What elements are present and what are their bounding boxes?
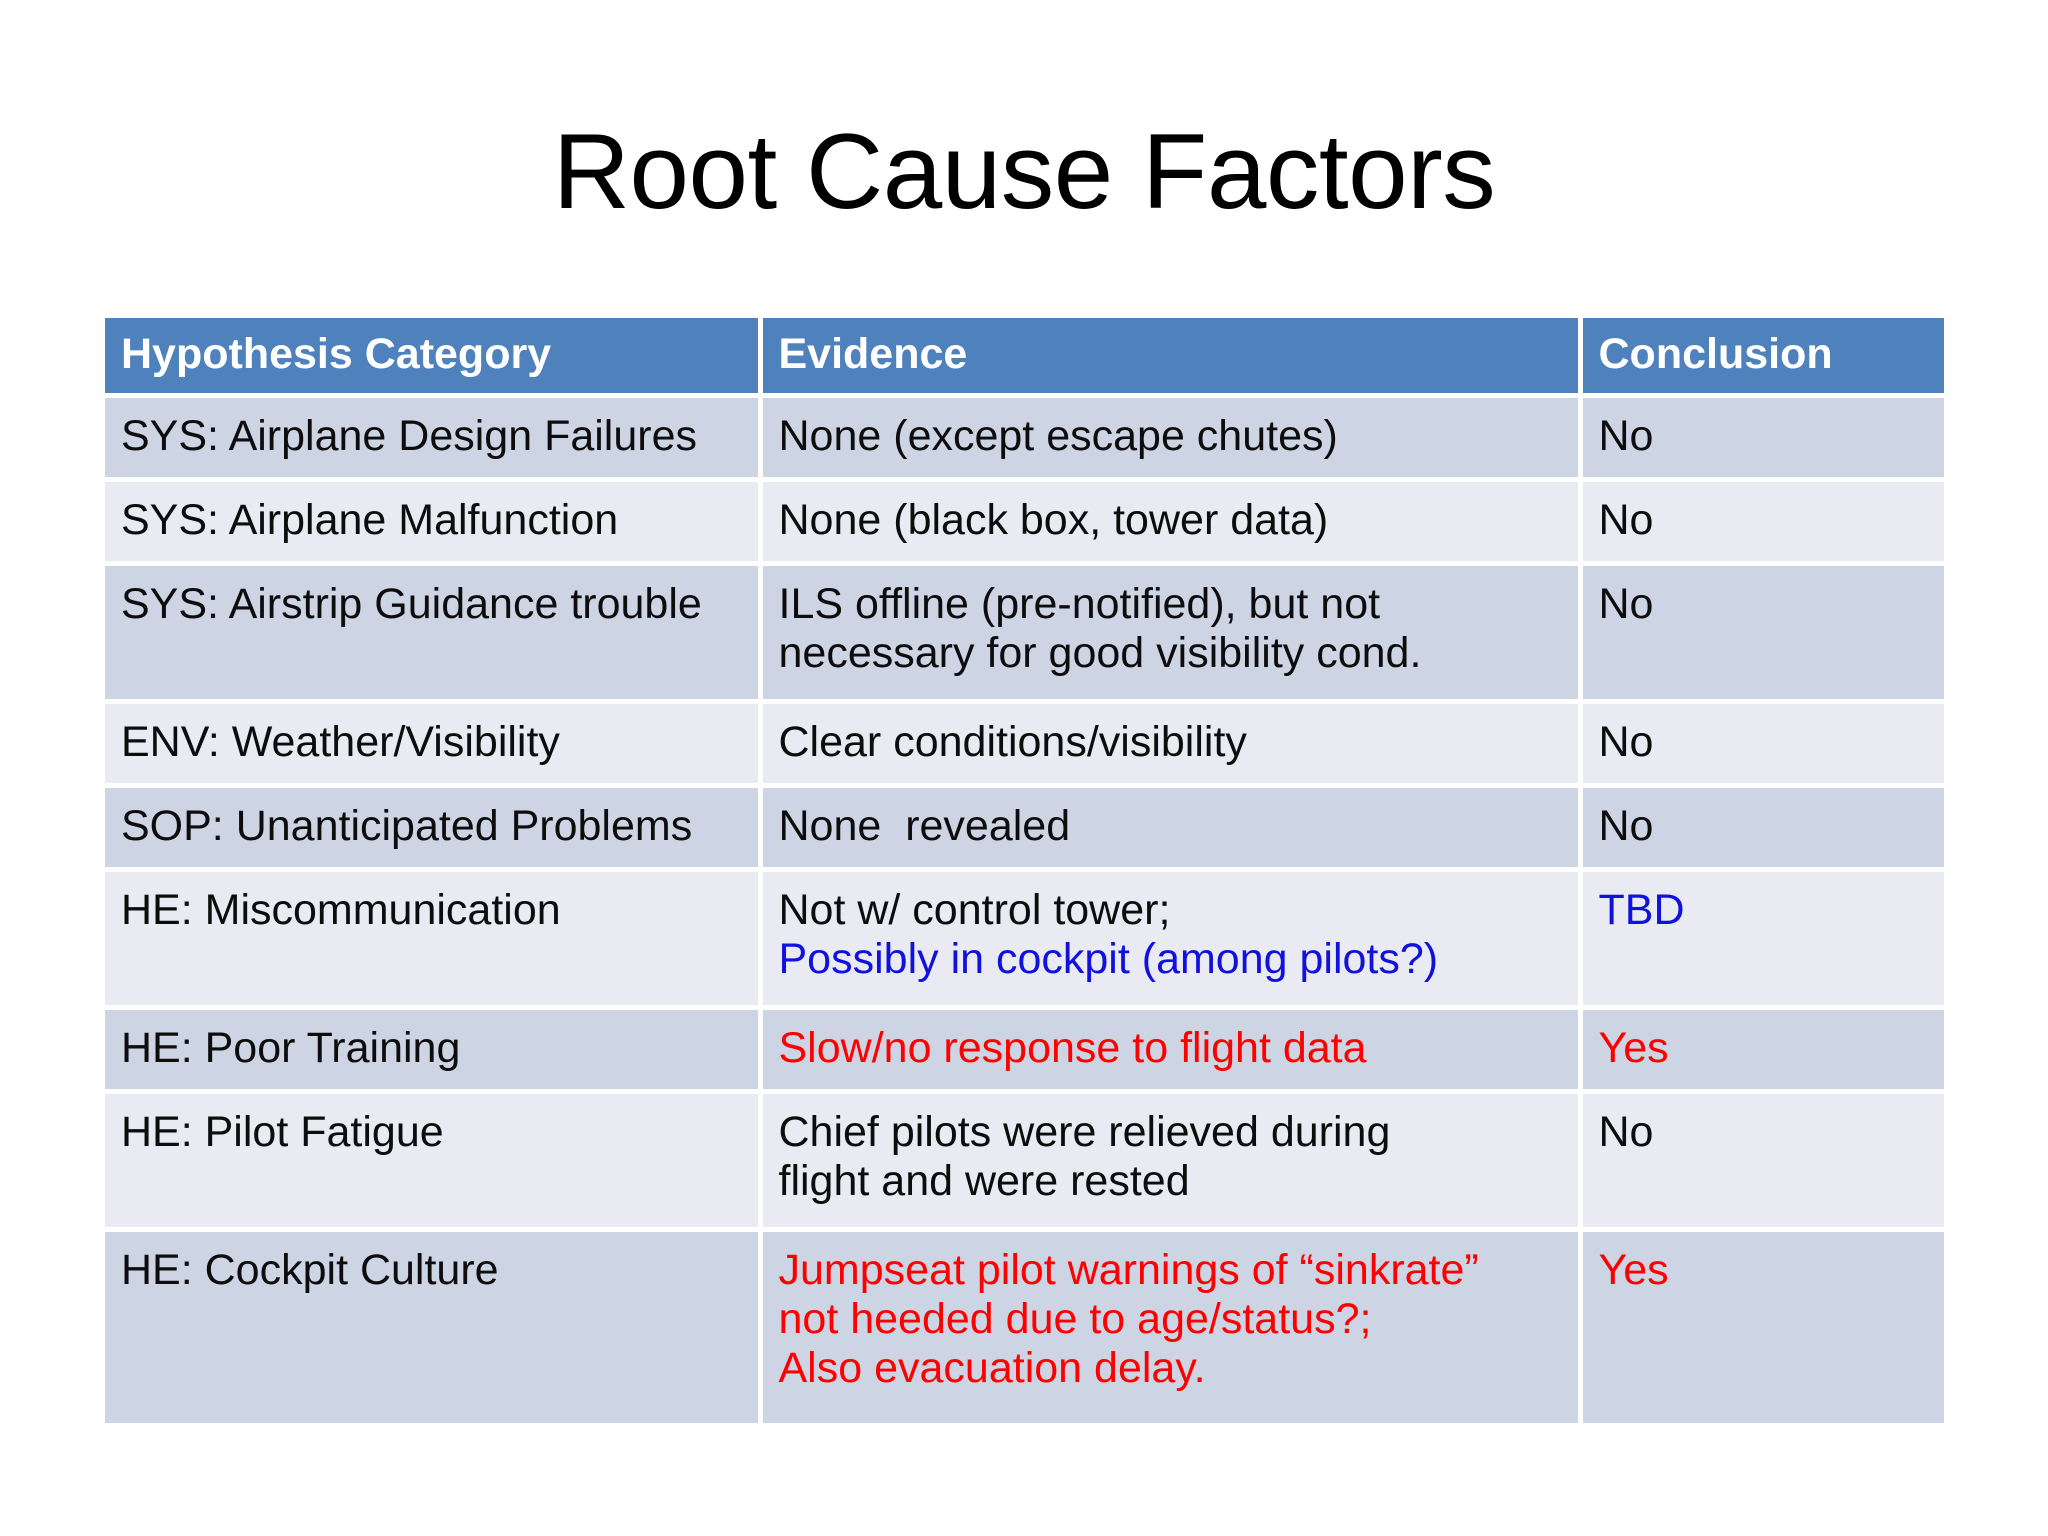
- cell-evidence: Slow/no response to flight data: [760, 1007, 1583, 1095]
- evidence-line: not heeded due to age/status?;: [778, 1295, 1372, 1344]
- root-cause-table: Hypothesis Category Evidence Conclusion …: [105, 318, 1944, 1429]
- cell-evidence: None (black box, tower data): [760, 479, 1583, 567]
- category-text: ENV: Weather/Visibility: [121, 718, 560, 767]
- conclusion-text: No: [1598, 802, 1654, 851]
- evidence-line: flight and were rested: [778, 1157, 1190, 1206]
- cell-evidence: Not w/ control tower;Possibly in cockpit…: [760, 869, 1583, 1011]
- cell-hypothesis-category: SYS: Airplane Malfunction: [105, 479, 763, 567]
- table-row: SYS: Airplane Malfunction None (black box…: [105, 479, 1944, 567]
- category-text: SYS: Airstrip Guidance trouble: [121, 580, 702, 629]
- evidence-line: None revealed: [778, 802, 1071, 851]
- column-header-evidence: Evidence: [760, 318, 1583, 399]
- conclusion-text: Yes: [1598, 1246, 1669, 1295]
- table-row: ENV: Weather/Visibility Clear conditions/…: [105, 701, 1944, 789]
- column-header-conclusion: Conclusion: [1580, 318, 1944, 399]
- cell-hypothesis-category: ENV: Weather/Visibility: [105, 701, 763, 789]
- evidence-line: Also evacuation delay.: [778, 1344, 1206, 1393]
- evidence-line: necessary for good visibility cond.: [778, 629, 1422, 678]
- table-row: SYS: Airstrip Guidance trouble ILS offlin…: [105, 563, 1944, 705]
- cell-evidence: None (except escape chutes): [760, 395, 1583, 483]
- cell-conclusion: No: [1580, 785, 1944, 873]
- cell-hypothesis-category: SYS: Airplane Design Failures: [105, 395, 763, 483]
- table-header: Hypothesis Category Evidence Conclusion: [105, 318, 1944, 399]
- cell-hypothesis-category: HE: Pilot Fatigue: [105, 1091, 763, 1233]
- cell-conclusion: No: [1580, 479, 1944, 567]
- cell-evidence: Clear conditions/visibility: [760, 701, 1583, 789]
- category-text: SYS: Airplane Design Failures: [121, 412, 698, 461]
- cell-conclusion: No: [1580, 701, 1944, 789]
- table-row: HE: Cockpit Culture Jumpseat pilot warnin…: [105, 1229, 1944, 1429]
- conclusion-text: No: [1598, 580, 1654, 629]
- conclusion-text: No: [1598, 412, 1654, 461]
- cell-conclusion: No: [1580, 563, 1944, 705]
- column-header-hypothesis-category: Hypothesis Category: [105, 318, 763, 399]
- page-title: Root Cause Factors: [552, 111, 1496, 231]
- evidence-line: Jumpseat pilot warnings of “sinkrate”: [778, 1246, 1479, 1295]
- evidence-line: ILS offline (pre-notified), but not: [778, 580, 1381, 629]
- category-text: SOP: Unanticipated Problems: [121, 802, 693, 851]
- table-row: SOP: Unanticipated Problems None revealed…: [105, 785, 1944, 873]
- table-row: HE: Pilot Fatigue Chief pilots were relie…: [105, 1091, 1944, 1233]
- conclusion-text: No: [1598, 1108, 1654, 1157]
- table-row: SYS: Airplane Design Failures None (excep…: [105, 395, 1944, 483]
- evidence-line: None (black box, tower data): [778, 496, 1329, 545]
- table-row: HE: Miscommunication Not w/ control tower…: [105, 869, 1944, 1011]
- cell-hypothesis-category: SOP: Unanticipated Problems: [105, 785, 763, 873]
- cell-hypothesis-category: HE: Miscommunication: [105, 869, 763, 1011]
- cell-hypothesis-category: HE: Poor Training: [105, 1007, 763, 1095]
- cell-evidence: None revealed: [760, 785, 1583, 873]
- table-body: SYS: Airplane Design Failures None (excep…: [105, 395, 1944, 1429]
- evidence-line: None (except escape chutes): [778, 412, 1338, 461]
- evidence-line: Chief pilots were relieved during: [778, 1108, 1391, 1157]
- cell-conclusion: TBD: [1580, 869, 1944, 1011]
- cell-conclusion: No: [1580, 395, 1944, 483]
- cell-hypothesis-category: SYS: Airstrip Guidance trouble: [105, 563, 763, 705]
- category-text: HE: Miscommunication: [121, 886, 561, 935]
- conclusion-text: Yes: [1598, 1024, 1669, 1073]
- evidence-line: Slow/no response to flight data: [778, 1024, 1367, 1073]
- cell-conclusion: No: [1580, 1091, 1944, 1233]
- conclusion-text: No: [1598, 496, 1654, 545]
- category-text: HE: Cockpit Culture: [121, 1246, 499, 1295]
- conclusion-text: TBD: [1598, 886, 1685, 935]
- category-text: SYS: Airplane Malfunction: [121, 496, 619, 545]
- cell-conclusion: Yes: [1580, 1007, 1944, 1095]
- evidence-line: Clear conditions/visibility: [778, 718, 1247, 767]
- category-text: HE: Pilot Fatigue: [121, 1108, 444, 1157]
- evidence-line: Not w/ control tower;: [778, 886, 1171, 935]
- table-row: HE: Poor Training Slow/no response to fli…: [105, 1007, 1944, 1095]
- evidence-line: Possibly in cockpit (among pilots?): [778, 935, 1439, 984]
- table-header-row: Hypothesis Category Evidence Conclusion: [105, 318, 1944, 399]
- conclusion-text: No: [1598, 718, 1654, 767]
- category-text: HE: Poor Training: [121, 1024, 461, 1073]
- cell-evidence: Jumpseat pilot warnings of “sinkrate”not…: [760, 1229, 1583, 1429]
- cell-conclusion: Yes: [1580, 1229, 1944, 1429]
- cell-hypothesis-category: HE: Cockpit Culture: [105, 1229, 763, 1429]
- root-cause-table-container: Hypothesis Category Evidence Conclusion …: [105, 318, 1944, 1429]
